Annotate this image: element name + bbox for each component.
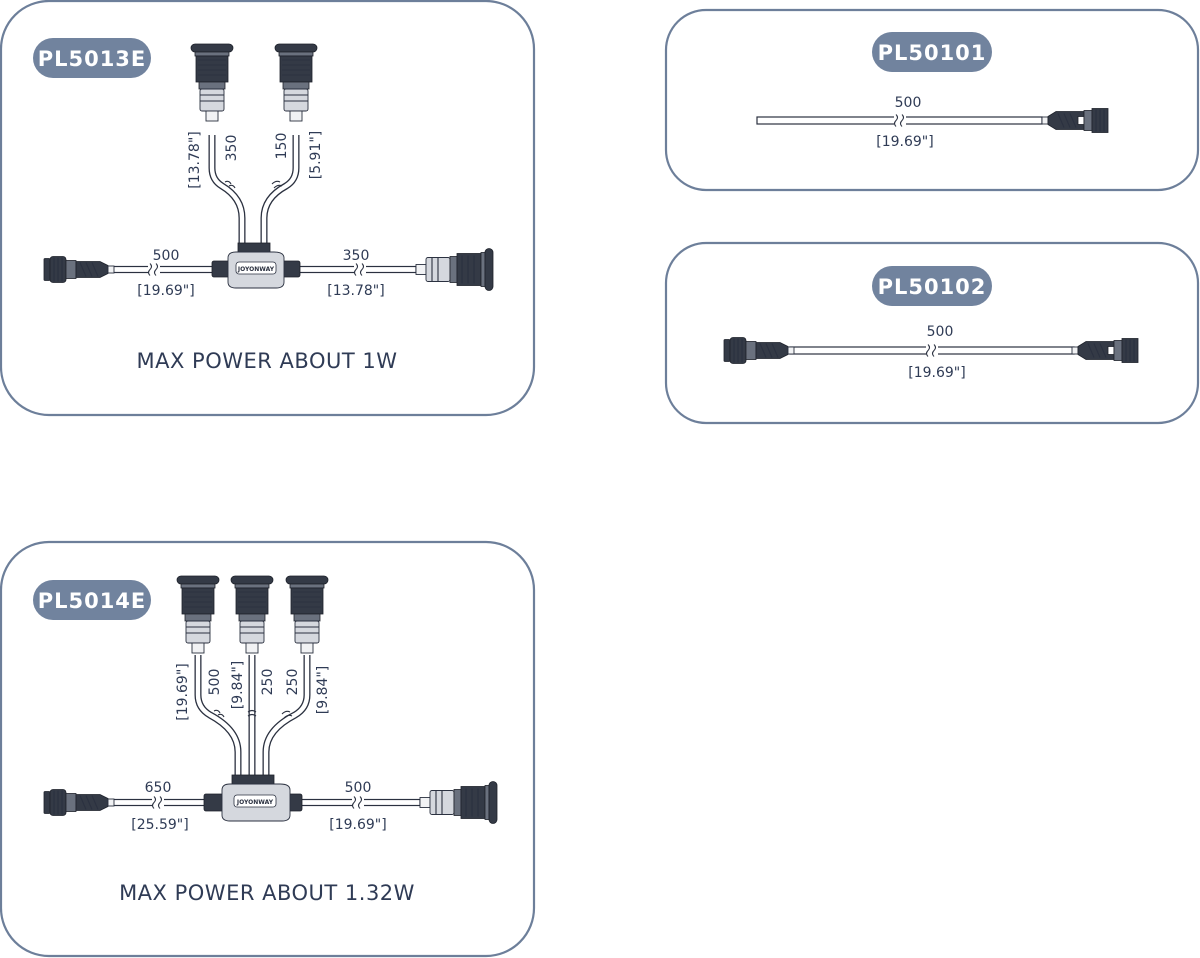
svg-text:350: 350 bbox=[224, 135, 240, 162]
product-badge: PL5013E bbox=[33, 38, 151, 78]
cable-break-icon bbox=[271, 180, 283, 189]
splitter-hub-icon: JOYONWAY bbox=[211, 242, 301, 289]
svg-text:[19.69"]: [19.69"] bbox=[175, 663, 191, 720]
panel-pl50102: PL50102 500 [19.69"] bbox=[664, 241, 1200, 425]
svg-text:[5.91"]: [5.91"] bbox=[308, 131, 324, 180]
svg-text:[19.69"]: [19.69"] bbox=[329, 817, 386, 833]
svg-text:500: 500 bbox=[153, 248, 180, 264]
svg-text:500: 500 bbox=[895, 95, 922, 111]
svg-text:[9.84"]: [9.84"] bbox=[315, 666, 331, 715]
max-power-label: MAX POWER ABOUT 1W bbox=[137, 349, 398, 373]
branch-cables bbox=[176, 575, 329, 778]
svg-text:JOYONWAY: JOYONWAY bbox=[236, 799, 274, 806]
svg-text:JOYONWAY: JOYONWAY bbox=[237, 266, 275, 273]
svg-text:500: 500 bbox=[207, 669, 223, 696]
svg-text:PL50102: PL50102 bbox=[878, 275, 987, 299]
svg-text:350: 350 bbox=[343, 248, 370, 264]
svg-text:500: 500 bbox=[927, 324, 954, 340]
panel-pl5014e: PL5014E bbox=[0, 540, 536, 958]
cable-break-icon bbox=[224, 180, 236, 189]
panel-pl5013e: PL5013E JOYON bbox=[0, 0, 536, 417]
cable-assembly bbox=[756, 107, 1109, 134]
svg-text:250: 250 bbox=[260, 669, 276, 696]
svg-text:[19.69"]: [19.69"] bbox=[876, 134, 933, 150]
svg-text:[13.78"]: [13.78"] bbox=[187, 131, 203, 188]
cable-assembly bbox=[723, 336, 1139, 365]
cable-break-icon bbox=[213, 709, 225, 718]
product-badge: PL5014E bbox=[33, 580, 151, 620]
product-badge: PL50101 bbox=[872, 32, 992, 72]
svg-text:[19.69"]: [19.69"] bbox=[908, 365, 965, 381]
cable-break-icon bbox=[281, 710, 293, 719]
branch-cables bbox=[190, 43, 318, 248]
svg-text:[9.84"]: [9.84"] bbox=[230, 661, 246, 710]
cable-break-icon bbox=[247, 709, 257, 717]
product-badge: PL50102 bbox=[872, 266, 992, 306]
svg-text:250: 250 bbox=[285, 669, 301, 696]
svg-text:[19.69"]: [19.69"] bbox=[137, 283, 194, 299]
svg-text:PL5014E: PL5014E bbox=[38, 589, 147, 613]
svg-text:[25.59"]: [25.59"] bbox=[131, 817, 188, 833]
svg-text:650: 650 bbox=[145, 780, 172, 796]
cable-break-icon bbox=[893, 113, 907, 128]
svg-text:PL50101: PL50101 bbox=[878, 41, 987, 65]
svg-text:PL5013E: PL5013E bbox=[38, 47, 147, 71]
svg-text:150: 150 bbox=[274, 133, 290, 160]
splitter-hub-icon: JOYONWAY bbox=[203, 774, 303, 822]
svg-text:500: 500 bbox=[345, 780, 372, 796]
svg-text:[13.78"]: [13.78"] bbox=[327, 283, 384, 299]
max-power-label: MAX POWER ABOUT 1.32W bbox=[119, 881, 415, 905]
cable-break-icon bbox=[925, 343, 939, 358]
panel-pl50101: PL50101 500 [19.69"] bbox=[664, 8, 1200, 192]
